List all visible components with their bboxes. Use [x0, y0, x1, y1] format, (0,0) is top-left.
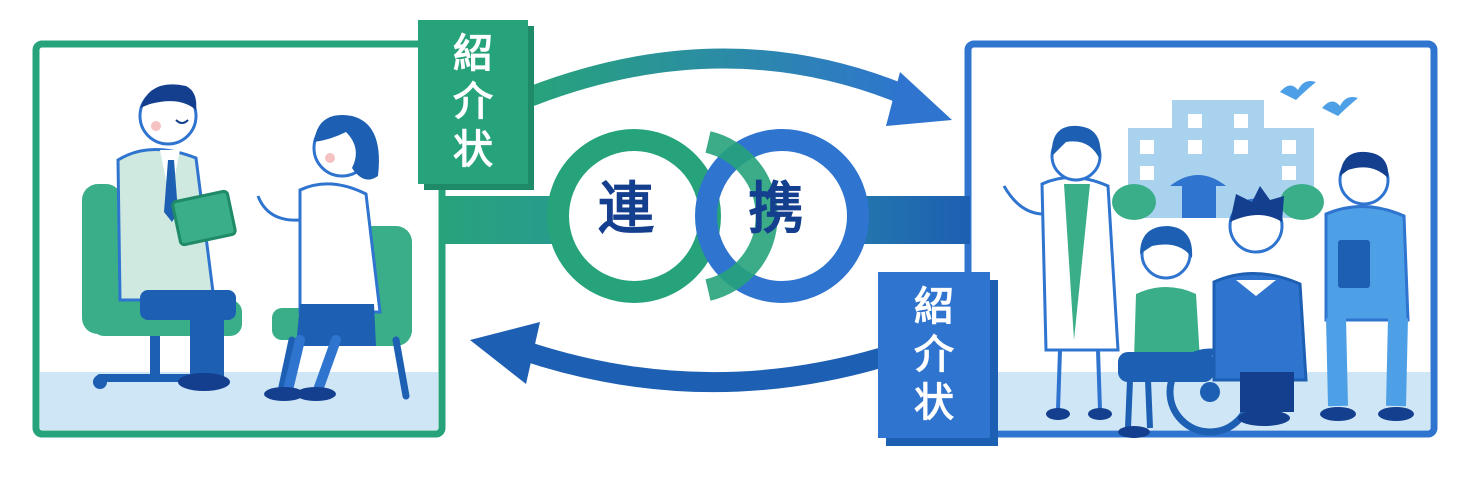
patient-icon [256, 115, 382, 401]
nurse-icon [1320, 151, 1414, 421]
referral-char: 介 [914, 332, 954, 378]
referral-letter-label-left: 紹 介 状 [418, 20, 528, 184]
cooperation-char-2: 携 [748, 177, 804, 242]
caregiver-icon [1212, 186, 1308, 426]
arrow-to-right [522, 48, 952, 126]
arrow-to-left [470, 322, 890, 393]
cooperation-char-1: 連 [598, 177, 654, 242]
hospital-building-icon [1128, 100, 1314, 218]
referral-char: 介 [453, 79, 493, 125]
referral-char: 状 [914, 380, 954, 426]
referral-letter-label-right: 紹 介 状 [878, 272, 990, 438]
bird-icon [1280, 81, 1358, 116]
referral-char: 紹 [453, 31, 493, 77]
referral-char: 状 [453, 127, 493, 173]
wheelchair-patient-icon [1118, 226, 1254, 438]
linked-rings [547, 129, 869, 303]
doctor-icon [1002, 125, 1120, 420]
referral-char: 紹 [914, 284, 954, 330]
doctor-icon [116, 84, 237, 391]
tree-icon [1112, 184, 1324, 220]
